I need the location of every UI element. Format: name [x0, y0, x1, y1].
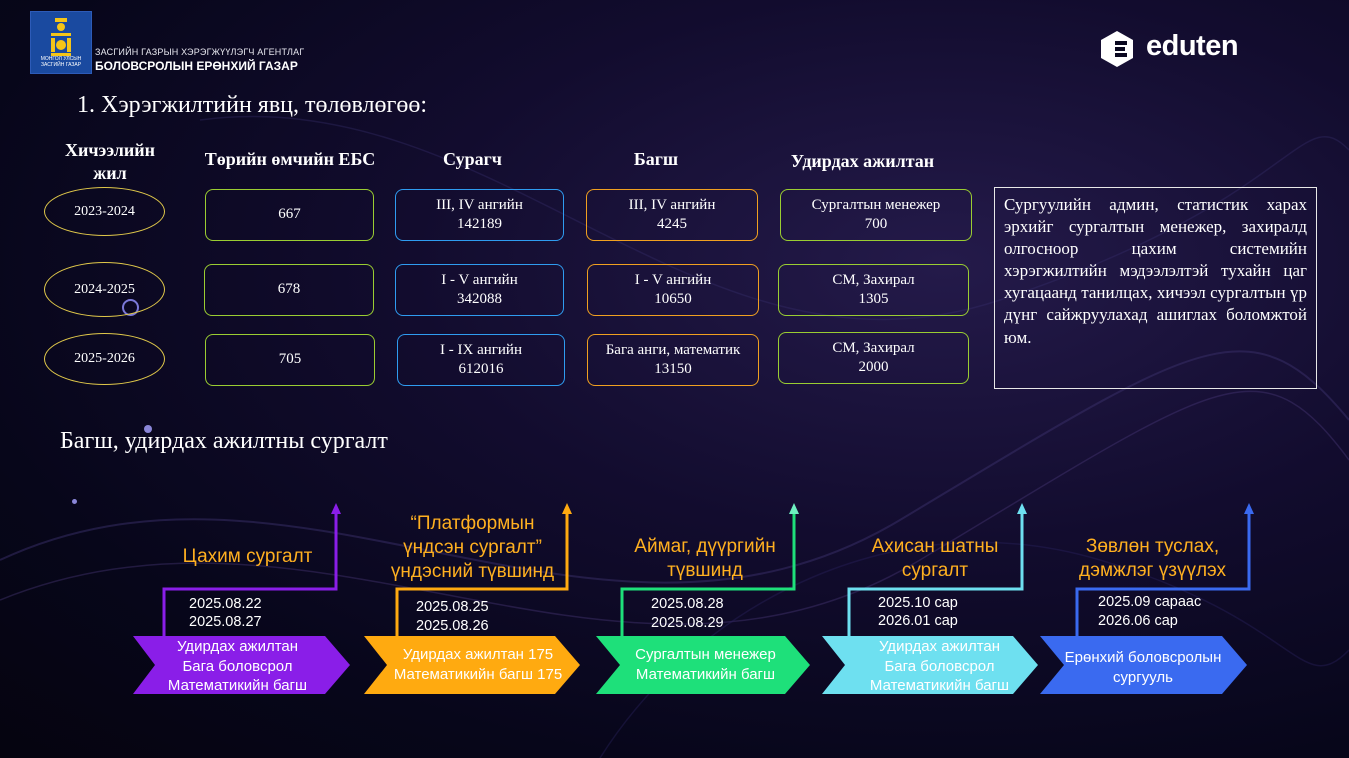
audience-line: Сургалтын менежер [635, 646, 776, 663]
logo-text-line: ЗАСГИЙН ГАЗАР [40, 62, 82, 68]
audience-line: Математикийн багш [635, 665, 776, 683]
column-header-year: Хичээлийн жил [65, 140, 155, 183]
year-oval: 2023-2024 [44, 187, 165, 236]
admins-cell: СМ, Захирал 2000 [778, 332, 969, 384]
teachers-cell: III, IV ангийн 4245 [586, 189, 758, 241]
year-oval: 2025-2026 [44, 333, 165, 385]
decorative-dot [72, 499, 77, 504]
section-title: Багш, удирдах ажилтны сургалт [60, 428, 388, 454]
timeline-step-date: 2025.08.29 [651, 615, 724, 631]
agency-subtitle: ЗАСГИЙН ГАЗРЫН ХЭРЭГЖҮҮЛЭГЧ АГЕНТЛАГ [95, 47, 305, 57]
timeline-step-title: Цахим сургалт [182, 546, 313, 567]
timeline-step-date: 2025.08.28 [651, 596, 724, 612]
admins-cell: СМ, Захирал 1305 [778, 264, 969, 316]
schools-cell: 705 [205, 334, 375, 386]
timeline-step-title: Ахисан шатны сургалт [871, 536, 999, 581]
timeline-step-audience: Удирдах ажилтан Бага боловсрол Математик… [852, 637, 1027, 696]
audience-line: Математикийн багш [869, 677, 1010, 694]
soyombo-emblem-icon [51, 18, 71, 56]
column-header-teachers: Багш [633, 149, 679, 169]
timeline-step-audience: Удирдах ажилтан Бага боловсрол Математик… [150, 637, 325, 696]
audience-line: Удирдах ажилтан [176, 638, 299, 655]
timeline-step-date: 2025.08.25 [416, 599, 489, 615]
students-count: 342088 [457, 291, 502, 307]
decorative-dot [144, 425, 152, 433]
section-title: 1. Хэрэгжилтийн явц, төлөвлөгөө: [77, 92, 427, 118]
teachers-cell: I - V ангийн 10650 [587, 264, 759, 316]
timeline-step-date: 2025.09 сараас [1098, 594, 1202, 610]
teachers-count: 13150 [654, 361, 692, 377]
timeline-step-date: 2026.06 сар [1098, 613, 1178, 629]
timeline-step-date: 2025.08.26 [416, 618, 489, 634]
teachers-cell: Бага анги, математик 13150 [587, 334, 759, 386]
government-logo: МОНГОЛ УЛСЫН ЗАСГИЙН ГАЗАР [30, 11, 92, 74]
admins-count: 2000 [858, 359, 889, 375]
audience-line: Бага боловсрол [182, 657, 293, 675]
timeline-step-title: “Платформын үндсэн сургалт” үндэсний түв… [390, 513, 555, 582]
audience-line: сургууль [1113, 668, 1173, 686]
audience-line: Ерөнхий боловсролын [1064, 649, 1222, 666]
teachers-grades: Бага анги, математик [605, 341, 741, 358]
timeline-step-date: 2025.08.22 [189, 596, 262, 612]
timeline-step-title: Зөвлөн туслах, дэмжлэг үзүүлэх [1078, 536, 1227, 581]
students-cell: III, IV ангийн 142189 [395, 189, 564, 241]
teachers-count: 10650 [654, 291, 692, 307]
timeline-step-date: 2025.10 сар [878, 595, 958, 611]
column-header-schools: Төрийн өмчийн ЕБС [204, 149, 376, 169]
audience-line: Математикийн багш 175 [393, 665, 563, 683]
students-grades: I - V ангийн [441, 271, 518, 288]
admins-role: СМ, Захирал [832, 271, 915, 288]
teachers-count: 4245 [657, 216, 687, 232]
audience-line: Удирдах ажилтан [878, 638, 1001, 655]
timeline-step-date: 2025.08.27 [189, 614, 262, 630]
year-oval: 2024-2025 [44, 262, 165, 317]
timeline-step-audience: Удирдах ажилтан 175 Математикийн багш 17… [378, 645, 578, 684]
admins-count: 700 [864, 216, 888, 232]
audience-line: Математикийн багш [167, 677, 308, 694]
students-cell: I - IX ангийн 612016 [397, 334, 565, 386]
column-header-admins: Удирдах ажилтан [790, 151, 935, 171]
timeline-step-audience: Ерөнхий боловсролын сургууль [1058, 648, 1228, 687]
schools-cell: 667 [205, 189, 374, 241]
audience-line: Удирдах ажилтан 175 [402, 646, 554, 663]
admins-cell: Сургалтын менежер 700 [780, 189, 972, 241]
teachers-grades: III, IV ангийн [628, 196, 716, 213]
note-box: Сургуулийн админ, статистик харах эрхийг… [994, 187, 1317, 389]
admins-count: 1305 [858, 291, 889, 307]
column-header-students: Сурагч [443, 149, 502, 169]
admins-role: СМ, Захирал [832, 339, 915, 356]
eduten-logo-icon [1101, 31, 1133, 67]
audience-line: Бага боловсрол [884, 657, 995, 675]
timeline-step-title: Аймаг, дүүргийн түвшинд [634, 536, 776, 581]
admins-role: Сургалтын менежер [811, 196, 941, 213]
agency-title: БОЛОВСРОЛЫН ЕРӨНХИЙ ГАЗАР [95, 59, 298, 73]
schools-cell: 678 [204, 264, 374, 316]
timeline-step-audience: Сургалтын менежер Математикийн багш [618, 645, 793, 684]
students-cell: I - V ангийн 342088 [395, 264, 564, 316]
students-count: 612016 [458, 361, 504, 377]
timeline-step-date: 2026.01 сар [878, 613, 958, 629]
logo-text-line: МОНГОЛ УЛСЫН [40, 56, 82, 62]
students-grades: III, IV ангийн [436, 196, 523, 213]
teachers-grades: I - V ангийн [634, 271, 712, 288]
students-grades: I - IX ангийн [440, 341, 522, 358]
eduten-brand: eduten [1146, 30, 1239, 62]
students-count: 142189 [457, 216, 502, 232]
